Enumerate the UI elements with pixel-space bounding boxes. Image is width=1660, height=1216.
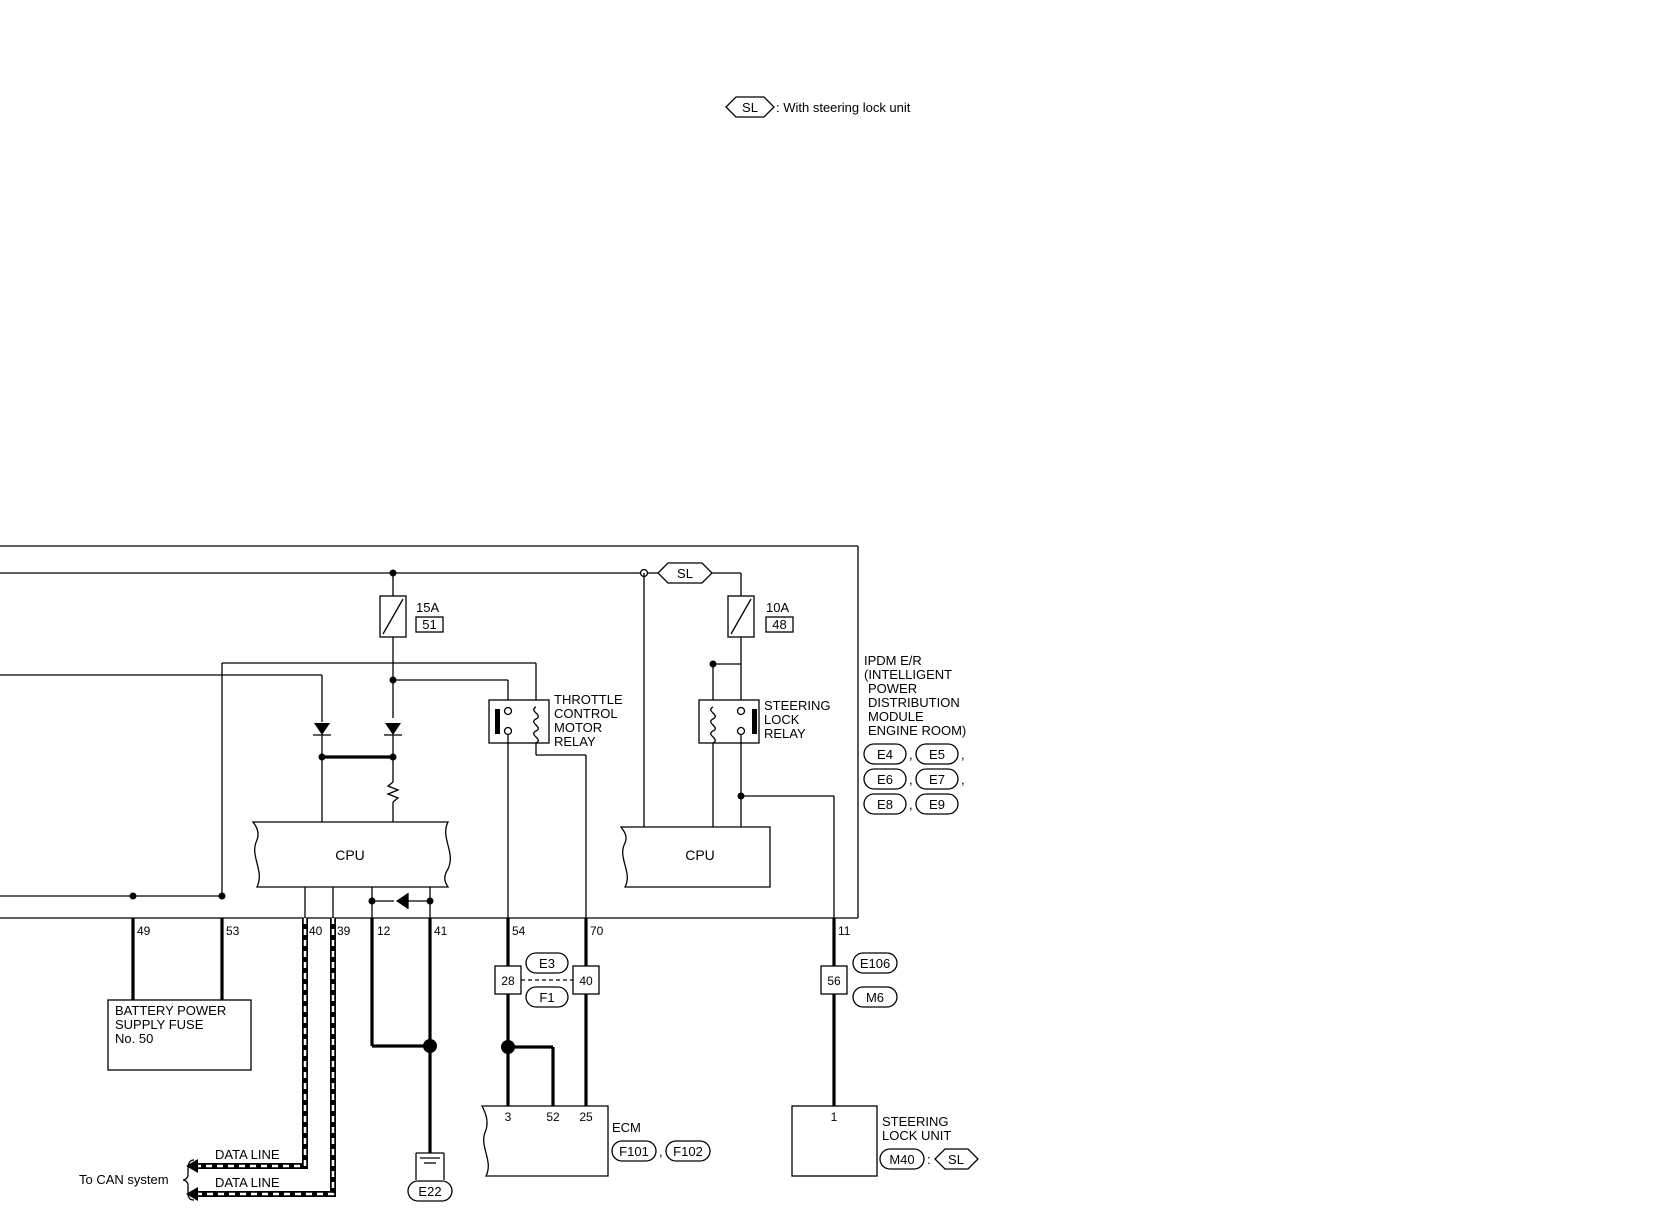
data-line-1-label: DATA LINE	[215, 1147, 280, 1162]
ipdm-sep: ,	[909, 747, 913, 762]
pin-12: 12	[377, 924, 391, 938]
ipdm-label-1: IPDM E/R	[864, 653, 922, 668]
connector-e3: E3	[539, 956, 555, 971]
ecm-sep: ,	[659, 1144, 663, 1159]
fuse-10a-rating: 10A	[766, 600, 789, 615]
ipdm-sep: ,	[961, 772, 965, 787]
left-cpu-label: CPU	[335, 847, 365, 863]
ipdm-connector-e4: E4	[877, 747, 893, 762]
joint-pin-28: 28	[501, 974, 515, 988]
steering-lock-sep: :	[927, 1152, 931, 1167]
fuse-10a: 10A 48	[727, 573, 794, 664]
ipdm-sep: ,	[909, 797, 913, 812]
ipdm-label-3: POWER	[868, 681, 917, 696]
ipdm-label: IPDM E/R (INTELLIGENT POWER DISTRIBUTION…	[863, 653, 966, 815]
ipdm-label-2: (INTELLIGENT	[864, 667, 952, 682]
module-exit-wires	[506, 918, 836, 966]
joint-connector-e3-f1: 28 40 E3 F1	[494, 952, 600, 1008]
ipdm-connector-e9: E9	[929, 797, 945, 812]
left-cpu-section: CPU	[221, 662, 537, 918]
battery-fuse-label-2: SUPPLY FUSE	[115, 1017, 204, 1032]
throttle-relay-label-3: MOTOR	[554, 720, 602, 735]
pin-53: 53	[226, 924, 240, 938]
ipdm-sep: ,	[961, 747, 965, 762]
pin-39: 39	[337, 924, 351, 938]
connector-e106: E106	[860, 956, 890, 971]
battery-fuse-label-3: No. 50	[115, 1031, 153, 1046]
ecm-pin-52: 52	[546, 1110, 560, 1124]
data-lines: DATA LINE DATA LINE To CAN system	[79, 918, 336, 1201]
power-bus: SL	[0, 562, 741, 900]
legend: SL : With steering lock unit	[725, 96, 911, 118]
pin-54: 54	[512, 924, 526, 938]
joint-pin-56: 56	[827, 974, 841, 988]
steering-relay-label-3: RELAY	[764, 726, 806, 741]
steering-lock-label-1: STEERING	[882, 1114, 948, 1129]
sl-legend-symbol	[725, 96, 775, 118]
throttle-relay-label-2: CONTROL	[554, 706, 618, 721]
joint-pin-40: 40	[579, 974, 593, 988]
steering-lock-sl-tag: SL	[948, 1152, 964, 1167]
ipdm-label-6: ENGINE ROOM)	[868, 723, 966, 738]
fuse-15a-number: 51	[422, 617, 436, 632]
sl-bus-tag	[657, 562, 713, 584]
steering-lock-pin-1: 1	[831, 1110, 838, 1124]
throttle-relay-label-4: RELAY	[554, 734, 596, 749]
battery-power-supply-fuse: BATTERY POWER SUPPLY FUSE No. 50	[107, 918, 252, 1071]
right-cpu-label: CPU	[685, 847, 715, 863]
ecm-pin-25: 25	[579, 1110, 593, 1124]
connector-m6: M6	[866, 990, 884, 1005]
sl-bus-tag-text: SL	[677, 566, 693, 581]
ipdm-label-4: DISTRIBUTION	[868, 695, 960, 710]
sl-legend-symbol-text: SL	[742, 100, 758, 115]
pin-41: 41	[434, 924, 448, 938]
ground-connector-e22: E22	[418, 1184, 441, 1199]
battery-fuse-label-1: BATTERY POWER	[115, 1003, 226, 1018]
fuse-15a: 15A 51	[379, 573, 444, 718]
throttle-relay-label-1: THROTTLE	[554, 692, 623, 707]
ecm-connector-f102: F102	[673, 1144, 703, 1159]
right-cpu-section: STEERING LOCK RELAY CPU	[619, 573, 835, 918]
pin-numbers: 49 53 40 39 12 41 54 70 11	[137, 924, 851, 938]
throttle-control-motor-relay: THROTTLE CONTROL MOTOR RELAY	[488, 692, 623, 918]
steering-lock-connector-m40: M40	[889, 1152, 914, 1167]
ipdm-sep: ,	[909, 772, 913, 787]
ecm: 3 52 25 ECM F101 , F102	[480, 994, 711, 1177]
fuse-10a-number: 48	[772, 617, 786, 632]
ipdm-label-5: MODULE	[868, 709, 924, 724]
steering-relay-label-2: LOCK	[764, 712, 800, 727]
ecm-connector-f101: F101	[619, 1144, 649, 1159]
can-system-label: To CAN system	[79, 1172, 169, 1187]
pin-40: 40	[309, 924, 323, 938]
ipdm-connector-e8: E8	[877, 797, 893, 812]
pin-11: 11	[838, 924, 851, 938]
ecm-label: ECM	[612, 1120, 641, 1135]
pin-70: 70	[590, 924, 604, 938]
ipdm-connector-e7: E7	[929, 772, 945, 787]
ecm-pin-3: 3	[505, 1110, 512, 1124]
steering-relay-label-1: STEERING	[764, 698, 830, 713]
connector-f1: F1	[539, 990, 554, 1005]
steering-lock-unit: 56 E106 M6 1 STEERING LOCK UNIT M40 : SL	[791, 952, 979, 1177]
ground-circuit: E22	[370, 918, 453, 1202]
steering-lock-label-2: LOCK UNIT	[882, 1128, 951, 1143]
fuse-15a-rating: 15A	[416, 600, 439, 615]
data-line-2-label: DATA LINE	[215, 1175, 280, 1190]
ipdm-connector-e5: E5	[929, 747, 945, 762]
legend-text: : With steering lock unit	[776, 100, 911, 115]
pin-49: 49	[137, 924, 151, 938]
ipdm-connector-e6: E6	[877, 772, 893, 787]
